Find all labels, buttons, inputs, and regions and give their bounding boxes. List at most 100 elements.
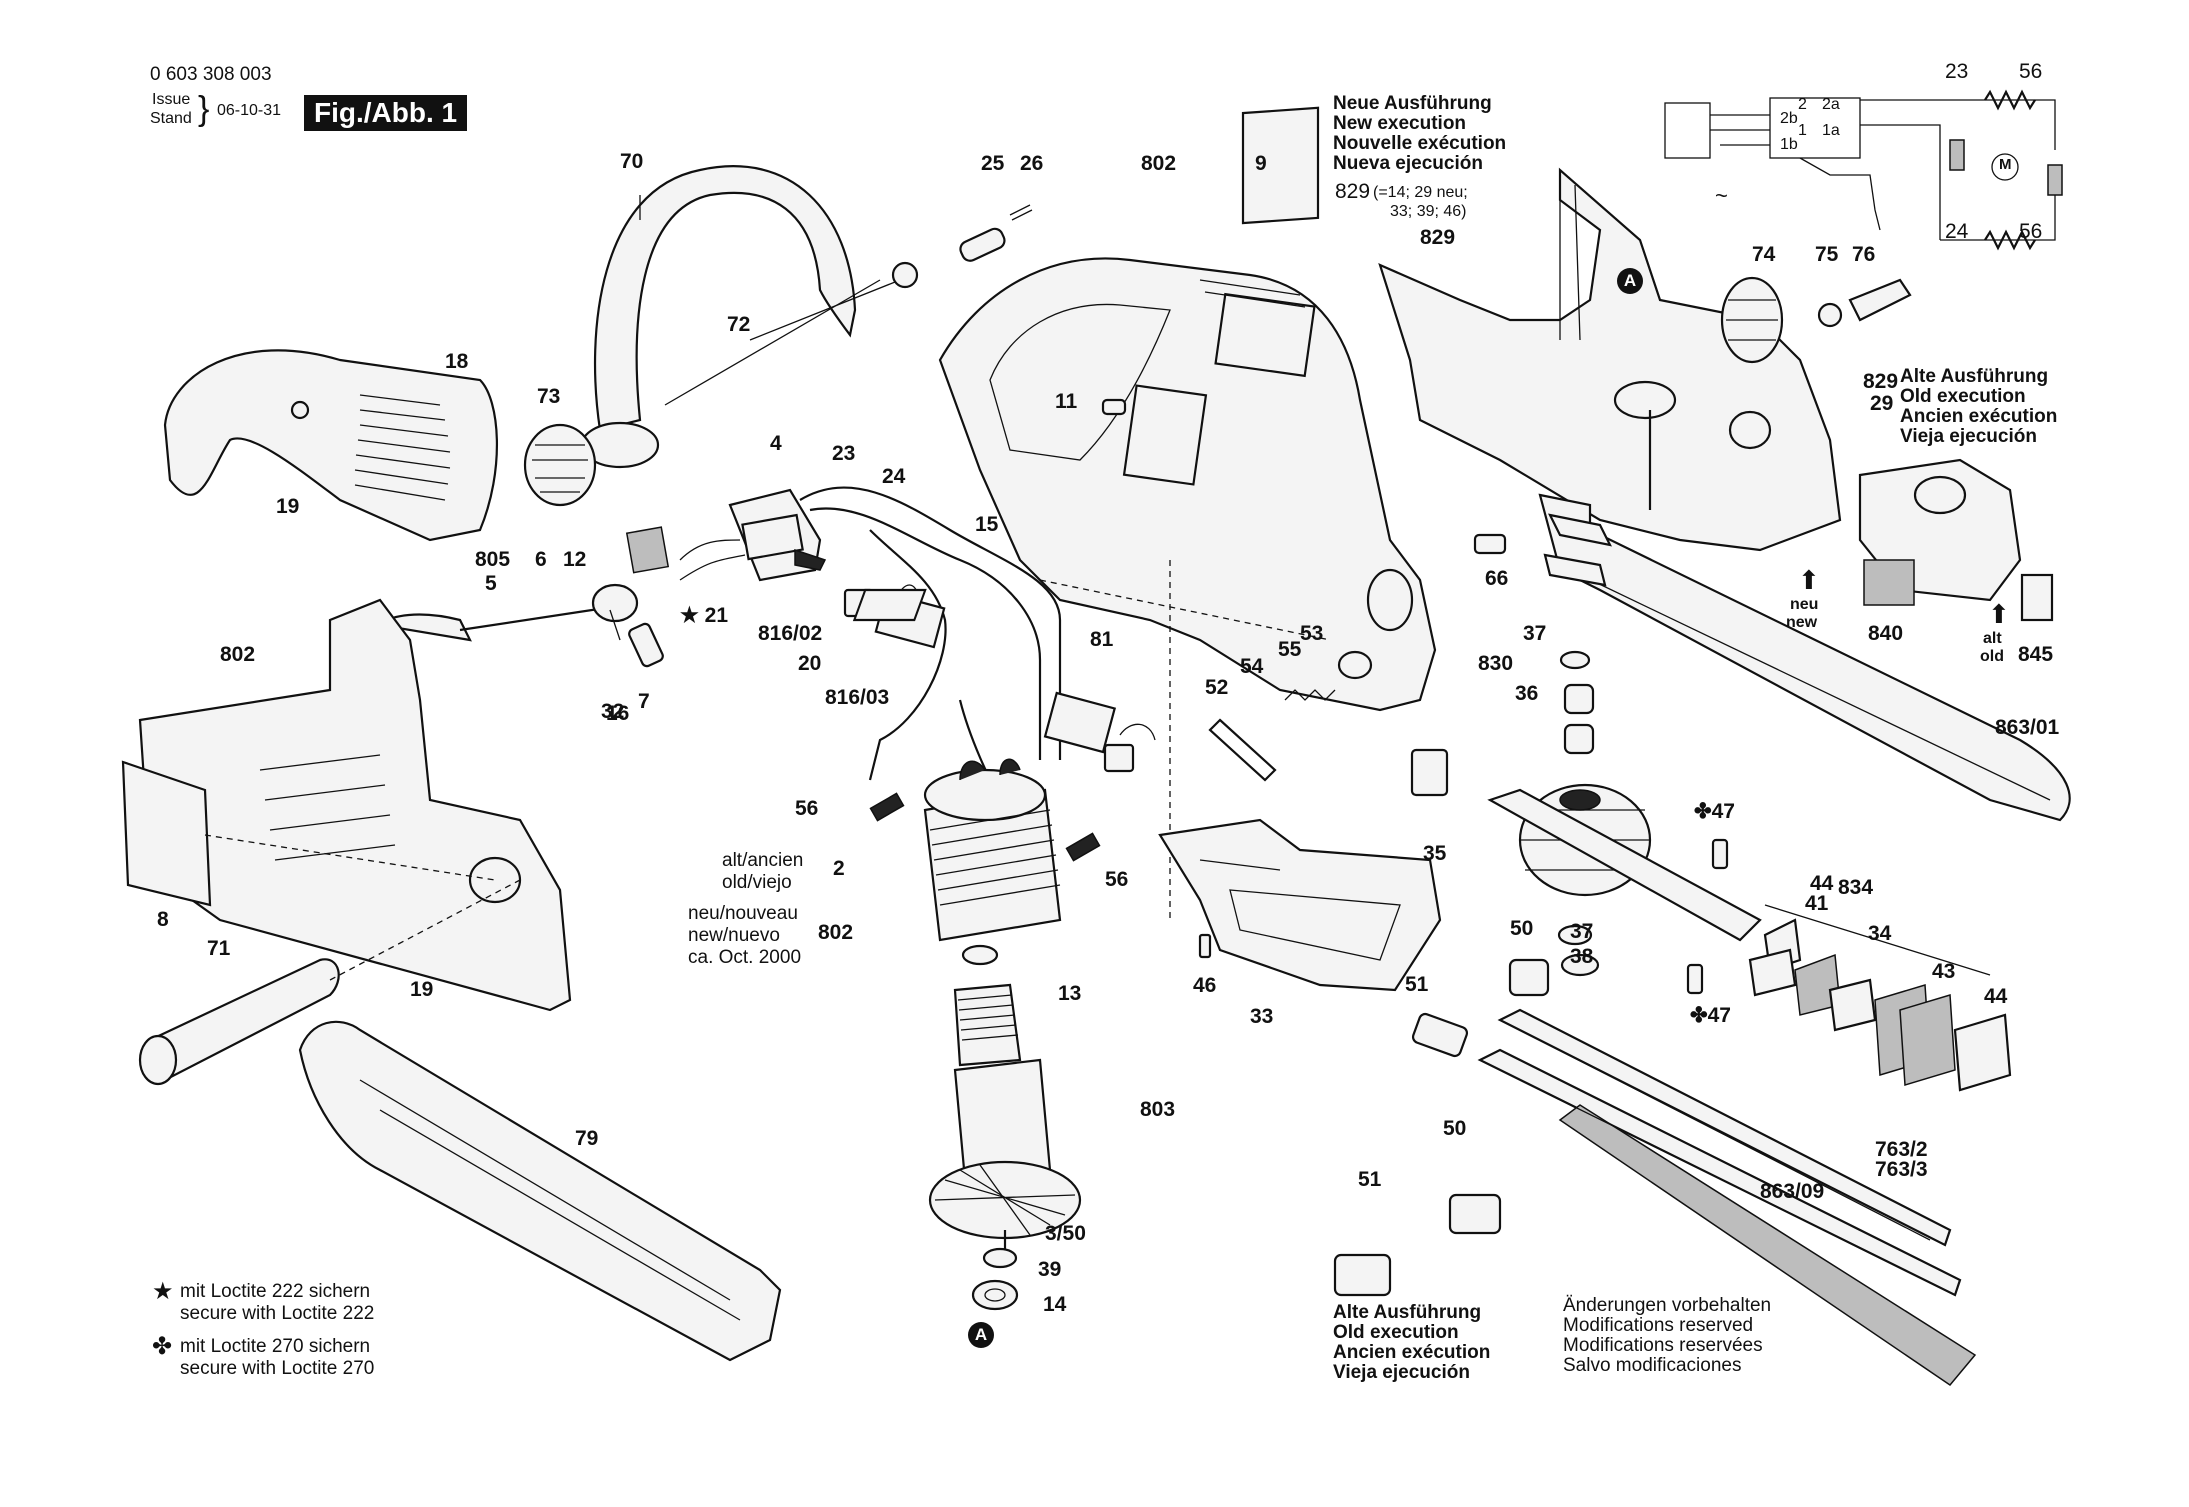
pad-840 bbox=[1863, 559, 1915, 606]
part-label: 66 bbox=[1485, 567, 1509, 590]
part-label: 32 bbox=[601, 700, 625, 723]
part-label: 11 bbox=[1055, 390, 1078, 413]
ac-symbol: ~ bbox=[1715, 183, 1728, 208]
legend-star-line2: secure with Loctite 222 bbox=[180, 1303, 375, 1324]
wire-56a bbox=[868, 529, 947, 781]
plate-845 bbox=[2020, 573, 2054, 622]
terminal-2b: 2b bbox=[1780, 110, 1798, 127]
part-number: 0 603 308 003 bbox=[150, 64, 272, 85]
issue-label: Issue bbox=[152, 91, 191, 108]
new-exec-de: Neue Ausführung bbox=[1333, 93, 1492, 114]
part-label: 19 bbox=[410, 978, 434, 1001]
wire-23 bbox=[799, 486, 1062, 760]
mod-note-en: Modifications reserved bbox=[1563, 1315, 1754, 1336]
new-exec-es: Nueva ejecución bbox=[1333, 153, 1483, 174]
part-label: ★ 21 bbox=[680, 604, 729, 627]
part-label: 75 bbox=[1815, 243, 1839, 266]
part-label: 863/09 bbox=[1760, 1180, 1825, 1203]
label-neu: neu bbox=[1790, 596, 1819, 613]
part-label: 13 bbox=[1058, 982, 1082, 1005]
label-old-viejo: old/viejo bbox=[722, 872, 792, 893]
figure-label: Fig./Abb. 1 bbox=[304, 95, 468, 132]
wiring-label-56-bottom: 56 bbox=[2019, 220, 2043, 243]
part-label: 55 bbox=[1278, 638, 1302, 661]
mod-note-de: Änderungen vorbehalten bbox=[1563, 1295, 1772, 1316]
new-exec-fr: Nouvelle exécution bbox=[1333, 133, 1507, 154]
old-exec-bottom-es: Vieja ejecución bbox=[1333, 1362, 1470, 1383]
part-label: 50 bbox=[1510, 917, 1534, 940]
terminal-2a: 2a bbox=[1822, 96, 1840, 113]
part-label: 56 bbox=[1105, 868, 1129, 891]
clip-76 bbox=[1848, 278, 1912, 322]
stand-label: Stand bbox=[150, 110, 192, 127]
part-label: 15 bbox=[975, 513, 999, 536]
part-label: 6 bbox=[535, 548, 547, 571]
part-label: 19 bbox=[276, 495, 300, 518]
motor-symbol: M bbox=[1999, 156, 2012, 173]
knife-blades-863-09 bbox=[1477, 1008, 1977, 1387]
gear-assembly-830 bbox=[1487, 650, 1762, 977]
part-label: 56 bbox=[795, 797, 819, 820]
part-label: 2 bbox=[833, 857, 845, 880]
rear-cover-18 bbox=[163, 349, 499, 542]
part-label: 763/2 bbox=[1875, 1138, 1928, 1161]
guide-rail-79 bbox=[298, 1020, 782, 1362]
screw-47b bbox=[1686, 963, 1704, 995]
part-label: 37 bbox=[1570, 920, 1594, 943]
part-label: 79 bbox=[575, 1127, 599, 1150]
part-label: 12 bbox=[563, 548, 587, 571]
label-alt-ancien: alt/ancien bbox=[722, 850, 804, 871]
new-exec-en: New execution bbox=[1333, 113, 1467, 134]
part-label: 52 bbox=[1205, 676, 1229, 699]
part-label: ✤47 bbox=[1690, 1004, 1731, 1027]
pin-11 bbox=[1101, 398, 1127, 416]
part-label: 816/02 bbox=[758, 622, 823, 645]
terminal-2: 2 bbox=[1798, 96, 1807, 113]
part-label: 26 bbox=[1020, 152, 1044, 175]
part-label: 53 bbox=[1300, 622, 1324, 645]
part-label: 18 bbox=[445, 350, 469, 373]
screw-47a bbox=[1711, 838, 1729, 870]
block-35 bbox=[1410, 748, 1449, 797]
part-label: 4 bbox=[770, 432, 782, 455]
part-label: 29 bbox=[1870, 392, 1894, 415]
part-label: 802 bbox=[818, 921, 854, 944]
bracket-834 bbox=[1764, 904, 1991, 976]
old-exec-bottom-fr: Ancien exécution bbox=[1333, 1342, 1491, 1363]
screw-46 bbox=[1198, 933, 1212, 959]
part-label: 23 bbox=[832, 442, 856, 465]
spring-assembly-52 bbox=[1208, 650, 1373, 782]
part-label: 816/03 bbox=[825, 686, 890, 709]
knob-74 bbox=[1720, 276, 1784, 364]
part-label: 72 bbox=[727, 313, 751, 336]
legend-star-line1: mit Loctite 222 sichern bbox=[180, 1281, 371, 1302]
mod-note-es: Salvo modificaciones bbox=[1563, 1355, 1742, 1376]
part-label: 33 bbox=[1250, 1005, 1274, 1028]
armature-803 bbox=[928, 944, 1082, 1311]
part-label: 39 bbox=[1038, 1258, 1062, 1281]
part-label: 14 bbox=[1043, 1293, 1067, 1316]
label-neu-nouveau: neu/nouveau bbox=[688, 903, 798, 924]
code-829-note-1: (=14; 29 neu; bbox=[1373, 184, 1468, 201]
callout-marker-a-bottom: A bbox=[968, 1322, 994, 1348]
label-new: new bbox=[1786, 614, 1818, 631]
part-label: 25 bbox=[981, 152, 1005, 175]
part-label: 50 bbox=[1443, 1117, 1467, 1140]
housing-half-802-main bbox=[938, 257, 1437, 920]
old-exec-bottom-en: Old execution bbox=[1333, 1322, 1459, 1343]
part-label: 76 bbox=[1852, 243, 1876, 266]
part-label: 845 bbox=[2018, 643, 2054, 666]
label-old: old bbox=[1980, 648, 2004, 665]
part-label: 9 bbox=[1255, 152, 1267, 175]
part-label: 70 bbox=[620, 150, 644, 173]
part-label: 41 bbox=[1805, 892, 1829, 915]
screw-66 bbox=[1473, 533, 1507, 555]
part-label: 34 bbox=[1868, 922, 1892, 945]
brace-symbol: } bbox=[198, 90, 210, 128]
callout-marker-a-top: A bbox=[1617, 268, 1643, 294]
knob-73 bbox=[523, 423, 597, 507]
link-50-51 bbox=[1411, 958, 1550, 1058]
arrow-up-icon: ⬆ bbox=[1798, 565, 1820, 595]
